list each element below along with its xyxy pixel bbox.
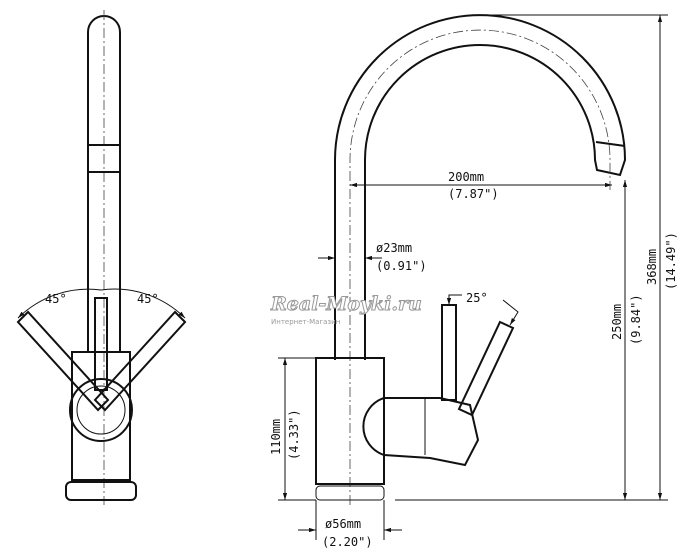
spout-diameter-mm: ø23mm [376,241,412,255]
body-height-in: (4.33") [287,409,301,460]
reach-in: (7.87") [448,187,499,201]
watermark-logo: Real-Moyki.ru [270,293,422,315]
total-height-mm: 368mm [645,249,659,285]
dimension-lines [278,14,668,540]
base-diameter-in: (2.20") [322,535,373,549]
angle-left-label: 45° [45,292,67,306]
spout-diameter-in: (0.91") [376,259,427,273]
spout-height-in: (9.84") [629,294,643,345]
spout-height-mm: 250mm [610,304,624,340]
side-angle-label: 25° [466,291,488,305]
body-height-mm: 110mm [269,419,283,455]
reach-mm: 200mm [448,170,484,184]
side-view [315,14,627,505]
front-view [16,10,187,505]
total-height-in: (14.49") [664,232,678,290]
angle-right-label: 45° [137,292,159,306]
watermark-subtitle: Интернет-Магазин [271,318,340,326]
base-diameter-mm: ø56mm [325,517,361,531]
